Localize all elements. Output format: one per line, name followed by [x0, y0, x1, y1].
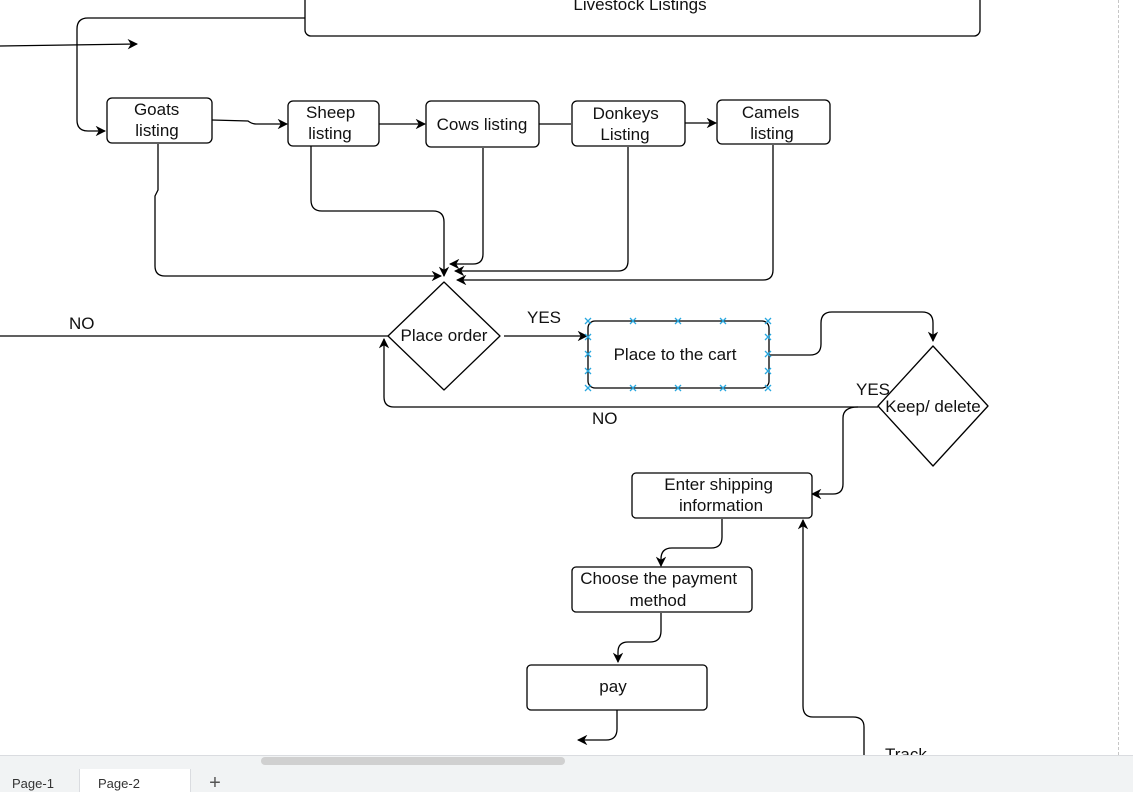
node-livestock-listings[interactable]: Livestock Listings	[304, 0, 981, 37]
handle-left-3	[584, 367, 592, 375]
node-camels-listing[interactable]: Camels listing	[716, 99, 831, 145]
node-cows-listing[interactable]: Cows listing	[425, 100, 540, 148]
edge-payment-to-pay[interactable]	[612, 613, 662, 664]
place-to-cart-label: Place to the cart	[614, 345, 737, 364]
page-tab-1[interactable]: Page-1	[12, 776, 54, 791]
node-donkeys-listing[interactable]: Donkeys Listing	[571, 100, 686, 147]
donkeys-listing-label: Donkeys Listing	[593, 104, 664, 144]
handle-bottom-2	[629, 384, 637, 392]
node-keep-delete[interactable]: Keep/ delete	[877, 345, 989, 467]
edge-label-no-left: NO	[69, 314, 95, 333]
sheep-listing-label: Sheep listing	[306, 103, 360, 143]
handle-bottom-5	[764, 384, 772, 392]
handle-left-1	[584, 333, 592, 341]
node-place-to-cart[interactable]: Place to the cart	[587, 320, 770, 389]
handle-bottom-1	[584, 384, 592, 392]
edge-sheep-to-order[interactable]	[310, 146, 450, 278]
edge-keep-no-to-order[interactable]	[378, 337, 878, 408]
horizontal-scrollbar[interactable]	[261, 757, 565, 765]
node-pay[interactable]: pay	[526, 664, 708, 711]
handle-left-2	[584, 350, 592, 358]
edge-goats-to-order[interactable]	[154, 144, 443, 282]
choose-payment-label: Choose the payment method	[580, 569, 742, 610]
edge-pay-to-next[interactable]	[576, 710, 618, 746]
page-tab-bar: Page-1 Page-2 +	[0, 755, 1133, 794]
handle-top-2	[629, 317, 637, 325]
node-place-order[interactable]: Place order	[387, 281, 501, 391]
node-enter-shipping[interactable]: Enter shipping information	[631, 472, 813, 519]
edge-label-yes-order: YES	[527, 308, 561, 327]
handle-top-4	[719, 317, 727, 325]
handle-top-5	[764, 317, 772, 325]
edge-keep-yes-to-shipping[interactable]	[810, 406, 859, 500]
edge-cart-to-keep[interactable]	[769, 311, 939, 356]
edge-incoming[interactable]	[0, 38, 139, 50]
selection-handles[interactable]	[584, 317, 772, 392]
edges	[0, 17, 939, 755]
edge-track-to-shipping[interactable]	[797, 518, 865, 755]
cows-listing-label: Cows listing	[437, 115, 528, 134]
handle-top-3	[674, 317, 682, 325]
enter-shipping-label: Enter shipping information	[664, 475, 777, 515]
node-sheep-listing[interactable]: Sheep listing	[287, 100, 380, 147]
edge-cows-to-order[interactable]	[448, 148, 484, 270]
handle-bottom-3	[674, 384, 682, 392]
edge-label-yes-keep: YES	[856, 380, 890, 399]
handle-top-1	[584, 317, 592, 325]
keep-delete-label: Keep/ delete	[885, 397, 980, 416]
edge-listings-to-goats[interactable]	[76, 17, 305, 137]
edge-label-no-keep: NO	[592, 409, 618, 428]
edge-camels-to-order[interactable]	[455, 145, 774, 286]
handle-right-2	[764, 350, 772, 358]
livestock-listings-label: Livestock Listings	[573, 0, 706, 14]
page-tab-2[interactable]: Page-2	[79, 769, 191, 792]
edge-goats-to-sheep[interactable]	[211, 118, 289, 130]
handle-right-1	[764, 333, 772, 341]
page-boundary	[1118, 0, 1119, 755]
edge-shipping-to-payment[interactable]	[655, 519, 723, 568]
node-goats-listing[interactable]: Goats listing	[106, 97, 213, 144]
node-choose-payment[interactable]: Choose the payment method	[571, 566, 753, 613]
edge-donkeys-to-order[interactable]	[453, 147, 629, 277]
place-order-label: Place order	[401, 326, 488, 345]
pay-label: pay	[599, 677, 627, 696]
handle-bottom-4	[719, 384, 727, 392]
goats-listing-label: Goats listing	[134, 100, 184, 140]
add-page-icon[interactable]: +	[209, 772, 221, 794]
camels-listing-label: Camels listing	[742, 103, 804, 143]
handle-right-3	[764, 367, 772, 375]
